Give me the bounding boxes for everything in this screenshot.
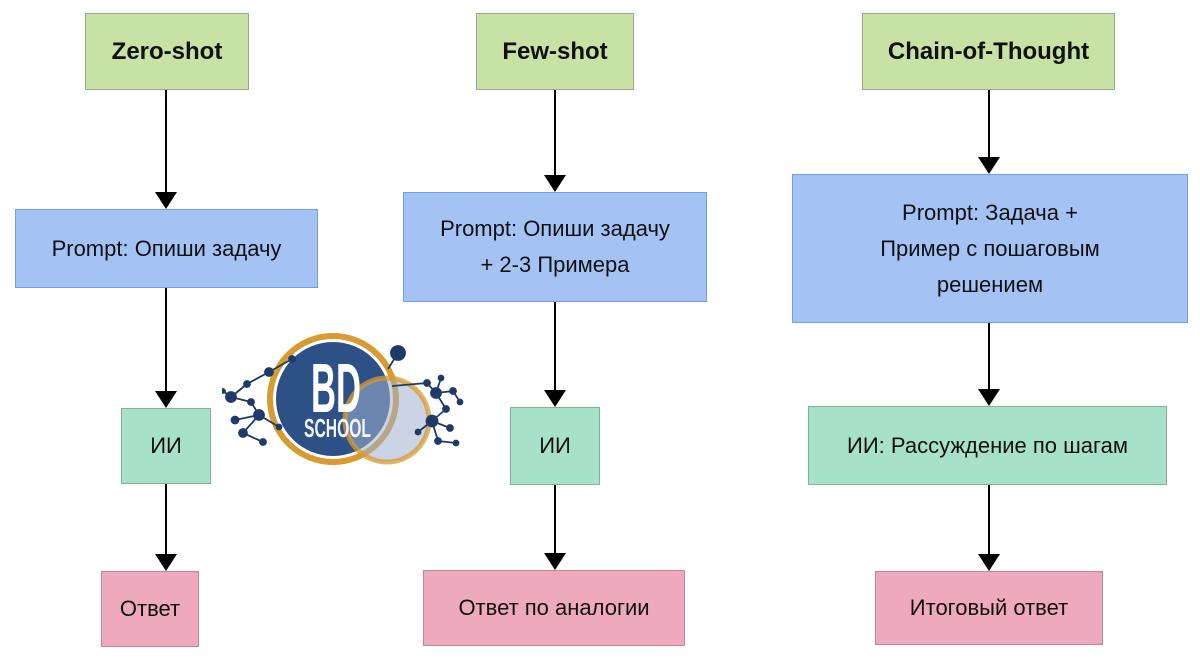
arrow-head-icon (978, 157, 1000, 174)
arrow-head-icon (155, 192, 177, 209)
prompt-text: Prompt: Опиши задачу (440, 216, 670, 241)
prompt-text: Пример с пошаговым (880, 235, 1100, 261)
arrow-down (544, 485, 566, 570)
few-shot-prompt-box: Prompt: Опиши задачу + 2-3 Примера (403, 192, 707, 302)
chain-of-thought-header-label: Chain-of-Thought (887, 37, 1090, 65)
arrow-head-icon (155, 554, 177, 571)
arrow-down (544, 302, 566, 407)
prompt-text: + 2-3 Примера (480, 252, 630, 277)
molecule-graphic-right (387, 345, 464, 447)
arrow-shaft (987, 485, 991, 554)
chain-of-thought-answer-box: Итоговый ответ (875, 571, 1103, 645)
arrow-down (978, 323, 1000, 406)
arrow-shaft (553, 302, 557, 390)
zero-shot-header-label: Zero-shot (111, 37, 223, 65)
chain-of-thought-prompt-box: Prompt: Задача + Пример с пошаговым реше… (792, 174, 1188, 323)
zero-shot-prompt-box: Prompt: Опиши задачу (15, 209, 318, 288)
arrow-shaft (164, 484, 168, 554)
prompt-text: Prompt: Задача + (902, 199, 1078, 225)
answer-label: Ответ по аналогии (458, 595, 650, 620)
molecule-graphic-left (222, 355, 296, 446)
arrow-head-icon (978, 389, 1000, 406)
arrow-head-icon (978, 554, 1000, 571)
answer-label: Ответ (119, 596, 181, 621)
zero-shot-answer-box: Ответ (101, 571, 199, 647)
arrow-shaft (987, 90, 991, 157)
arrow-down (978, 485, 1000, 571)
arrow-shaft (987, 323, 991, 389)
prompt-text: Prompt: Опиши задачу (51, 235, 282, 261)
arrow-shaft (553, 90, 557, 175)
arrow-down (155, 484, 177, 571)
chain-of-thought-ai-box: ИИ: Рассуждение по шагам (808, 406, 1167, 485)
few-shot-header-label: Few-shot (502, 37, 608, 65)
arrow-shaft (553, 485, 557, 553)
zero-shot-ai-box: ИИ (121, 408, 211, 484)
arrow-down (155, 288, 177, 408)
arrow-down (544, 90, 566, 192)
ai-label: ИИ: Рассуждение по шагам (847, 432, 1128, 458)
zero-shot-header-box: Zero-shot (85, 13, 249, 90)
answer-label: Итоговый ответ (909, 595, 1069, 620)
arrow-shaft (164, 90, 168, 192)
few-shot-ai-box: ИИ (510, 407, 600, 485)
arrow-shaft (164, 288, 168, 391)
arrow-head-icon (544, 175, 566, 192)
arrow-head-icon (544, 390, 566, 407)
logo-text-primary: BD (311, 349, 361, 427)
ai-label: ИИ (539, 433, 571, 458)
arrow-down (978, 90, 1000, 174)
few-shot-answer-box: Ответ по аналогии (423, 570, 685, 646)
bd-school-logo: BD SCHOOL (222, 333, 464, 465)
ai-label: ИИ (150, 433, 182, 458)
arrow-head-icon (155, 391, 177, 408)
few-shot-header-box: Few-shot (476, 13, 634, 90)
prompt-text: решением (936, 271, 1044, 297)
chain-of-thought-header-box: Chain-of-Thought (862, 13, 1115, 90)
logo-text-secondary: SCHOOL (304, 413, 371, 443)
arrow-down (155, 90, 177, 209)
arrow-head-icon (544, 553, 566, 570)
